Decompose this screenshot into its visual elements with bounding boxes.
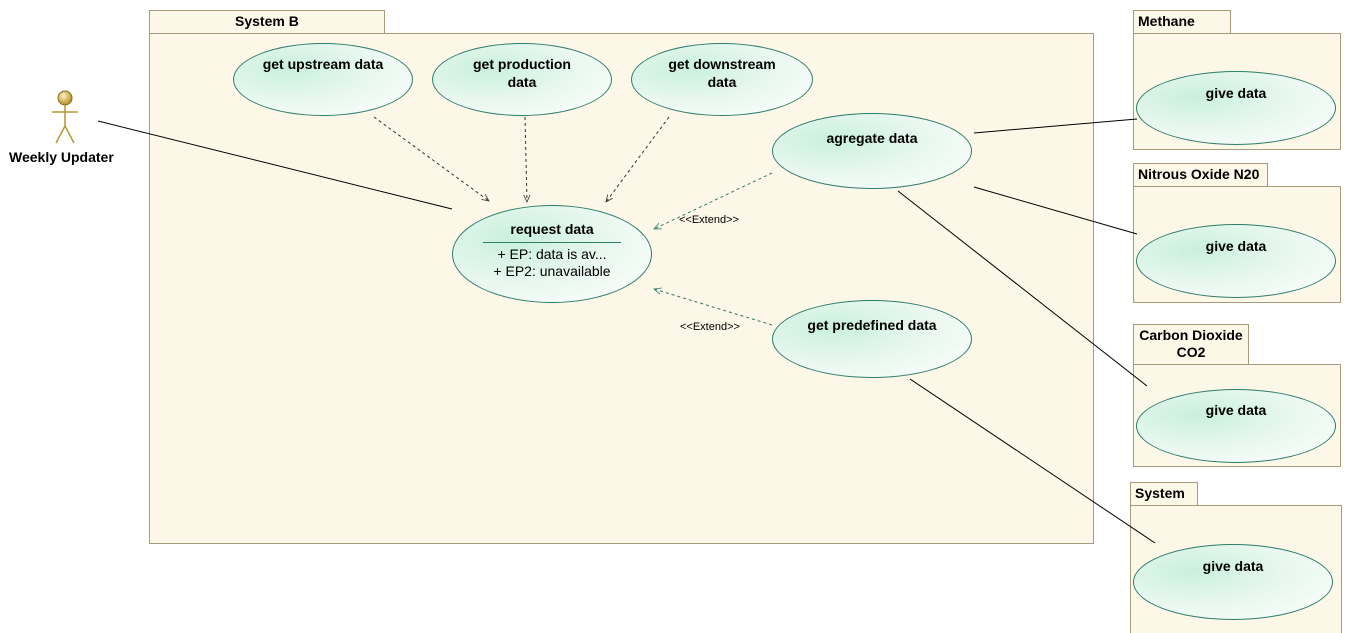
actor-association	[97, 120, 453, 210]
aggregate-to-methane	[973, 118, 1138, 134]
extension-point-2: + EP2: unavailable	[493, 263, 611, 279]
use-case-label: give data	[1205, 238, 1267, 254]
use-case-give-data-nitrous[interactable]: give data	[1136, 224, 1336, 298]
use-case-give-data-methane[interactable]: give data	[1136, 71, 1336, 145]
aggregate-extend-arrow	[654, 172, 773, 230]
actor-label: Weekly Updater	[9, 149, 114, 165]
extend-label-predefined: <<Extend>>	[680, 321, 740, 333]
use-case-get-downstream-data[interactable]: get downstream data	[631, 43, 813, 116]
aggregate-to-carbon	[897, 190, 1148, 387]
use-case-label: get downstream data	[668, 56, 776, 90]
use-case-give-data-system-e[interactable]: give data	[1133, 544, 1333, 620]
extend-label-aggregate: <<Extend>>	[679, 214, 739, 226]
carbon-tab: Carbon Dioxide CO2	[1133, 324, 1249, 365]
nitrous-title: Nitrous Oxide N20	[1138, 166, 1260, 182]
predefined-to-system-e	[909, 378, 1156, 544]
downstream-to-request	[606, 116, 670, 202]
system-e-tab: System E	[1130, 482, 1198, 518]
production-to-request	[525, 116, 527, 202]
aggregate-to-nitrous	[973, 186, 1138, 235]
system-b-title: System B	[235, 13, 299, 29]
use-case-label: agregate data	[826, 130, 918, 146]
actor-icon	[52, 90, 78, 144]
use-case-label: request data	[510, 221, 594, 237]
upstream-to-request	[373, 116, 489, 201]
predefined-extend-arrow	[654, 289, 773, 326]
use-case-get-production-data[interactable]: get production data	[432, 43, 612, 116]
extension-point-separator	[483, 242, 621, 243]
carbon-title: Carbon Dioxide CO2	[1139, 327, 1243, 360]
use-case-get-upstream-data[interactable]: get upstream data	[233, 43, 413, 116]
use-case-aggregate-data[interactable]: agregate data	[772, 113, 972, 189]
use-case-request-data[interactable]: request data + EP: data is av... + EP2: …	[452, 205, 652, 303]
use-case-label: give data	[1205, 402, 1267, 418]
use-case-label: get upstream data	[262, 56, 384, 72]
extension-point-1: + EP: data is av...	[497, 246, 607, 262]
use-case-label: get production data	[473, 56, 571, 90]
use-case-label: get predefined data	[807, 317, 937, 333]
use-case-label: give data	[1202, 558, 1264, 574]
use-case-get-predefined-data[interactable]: get predefined data	[772, 300, 972, 378]
system-b-tab: System B	[149, 10, 385, 34]
use-case-give-data-carbon[interactable]: give data	[1136, 389, 1336, 463]
use-case-label: give data	[1205, 85, 1267, 101]
